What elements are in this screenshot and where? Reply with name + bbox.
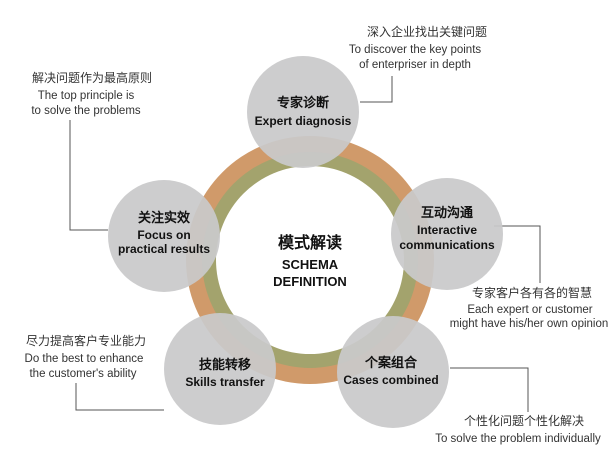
note-interactive-zh: 专家客户各有各的智慧: [472, 285, 592, 300]
center-title-en-line1: SCHEMA: [282, 257, 339, 272]
node-focus-zh: 关注实效: [138, 210, 191, 226]
node-focus-en-line1: Focus on: [137, 228, 190, 242]
node-interactive-zh: 互动沟通: [421, 205, 473, 221]
leader-line-interactive: [494, 225, 541, 283]
note-skills-en-line2: the customer's ability: [29, 368, 136, 380]
node-expert-zh: 专家诊断: [277, 95, 329, 111]
node-interactive-bubble: [391, 178, 503, 290]
note-cases-zh: 个性化问题个性化解决: [464, 414, 584, 428]
node-skills-zh: 技能转移: [199, 357, 251, 373]
node-cases-en: Cases combined: [343, 373, 438, 387]
note-focus: 解决问题作为最高原则 The top principle is to solve…: [31, 70, 152, 117]
node-skills-transfer[interactable]: 技能转移 Skills transfer: [164, 313, 276, 425]
center-title-en-line2: DEFINITION: [273, 274, 347, 289]
node-expert-bubble: [247, 56, 359, 168]
note-focus-zh: 解决问题作为最高原则: [32, 70, 152, 85]
note-skills-en-line1: Do the best to enhance: [25, 353, 144, 365]
node-expert-diagnosis[interactable]: 专家诊断 Expert diagnosis: [247, 56, 359, 168]
node-interactive-communications[interactable]: 互动沟通 Interactive communications: [391, 178, 503, 290]
note-focus-en-line1: The top principle is: [38, 90, 135, 102]
leader-line-expert: [360, 76, 393, 103]
node-skills-bubble: [164, 313, 276, 425]
leader-line-focus: [69, 120, 108, 231]
center-disc: [216, 166, 404, 354]
node-interactive-en-line1: Interactive: [417, 223, 477, 237]
node-expert-en: Expert diagnosis: [255, 114, 352, 128]
note-cases-en-line1: To solve the problem individually: [435, 433, 601, 445]
note-skills-zh: 尽力提高客户专业能力: [26, 333, 146, 348]
leader-line-cases: [450, 367, 529, 412]
note-expert-en-line2: of enterpriser in depth: [359, 59, 471, 71]
note-interactive-en-line1: Each expert or customer: [467, 304, 592, 316]
node-skills-en: Skills transfer: [185, 375, 265, 389]
node-cases-zh: 个案组合: [364, 355, 418, 371]
note-expert-zh: 深入企业找出关键问题: [367, 24, 487, 39]
node-cases-combined[interactable]: 个案组合 Cases combined: [337, 316, 449, 428]
center-title-zh: 模式解读: [278, 233, 342, 252]
note-expert: 深入企业找出关键问题 To discover the key points of…: [349, 24, 487, 71]
note-focus-en-line2: to solve the problems: [31, 105, 141, 117]
leader-line-skills: [75, 383, 164, 411]
note-interactive: 专家客户各有各的智慧 Each expert or customer might…: [450, 285, 609, 330]
node-focus-bubble: [108, 180, 220, 292]
node-interactive-en-line2: communications: [399, 238, 495, 252]
node-focus-en-line2: practical results: [118, 242, 210, 256]
note-skills: 尽力提高客户专业能力 Do the best to enhance the cu…: [25, 333, 146, 380]
note-interactive-en-line2: might have his/her own opinion: [450, 318, 609, 330]
node-focus-practical-results[interactable]: 关注实效 Focus on practical results: [108, 180, 220, 292]
note-expert-en-line1: To discover the key points: [349, 44, 482, 56]
note-cases: 个性化问题个性化解决 To solve the problem individu…: [435, 414, 601, 445]
node-cases-bubble: [337, 316, 449, 428]
